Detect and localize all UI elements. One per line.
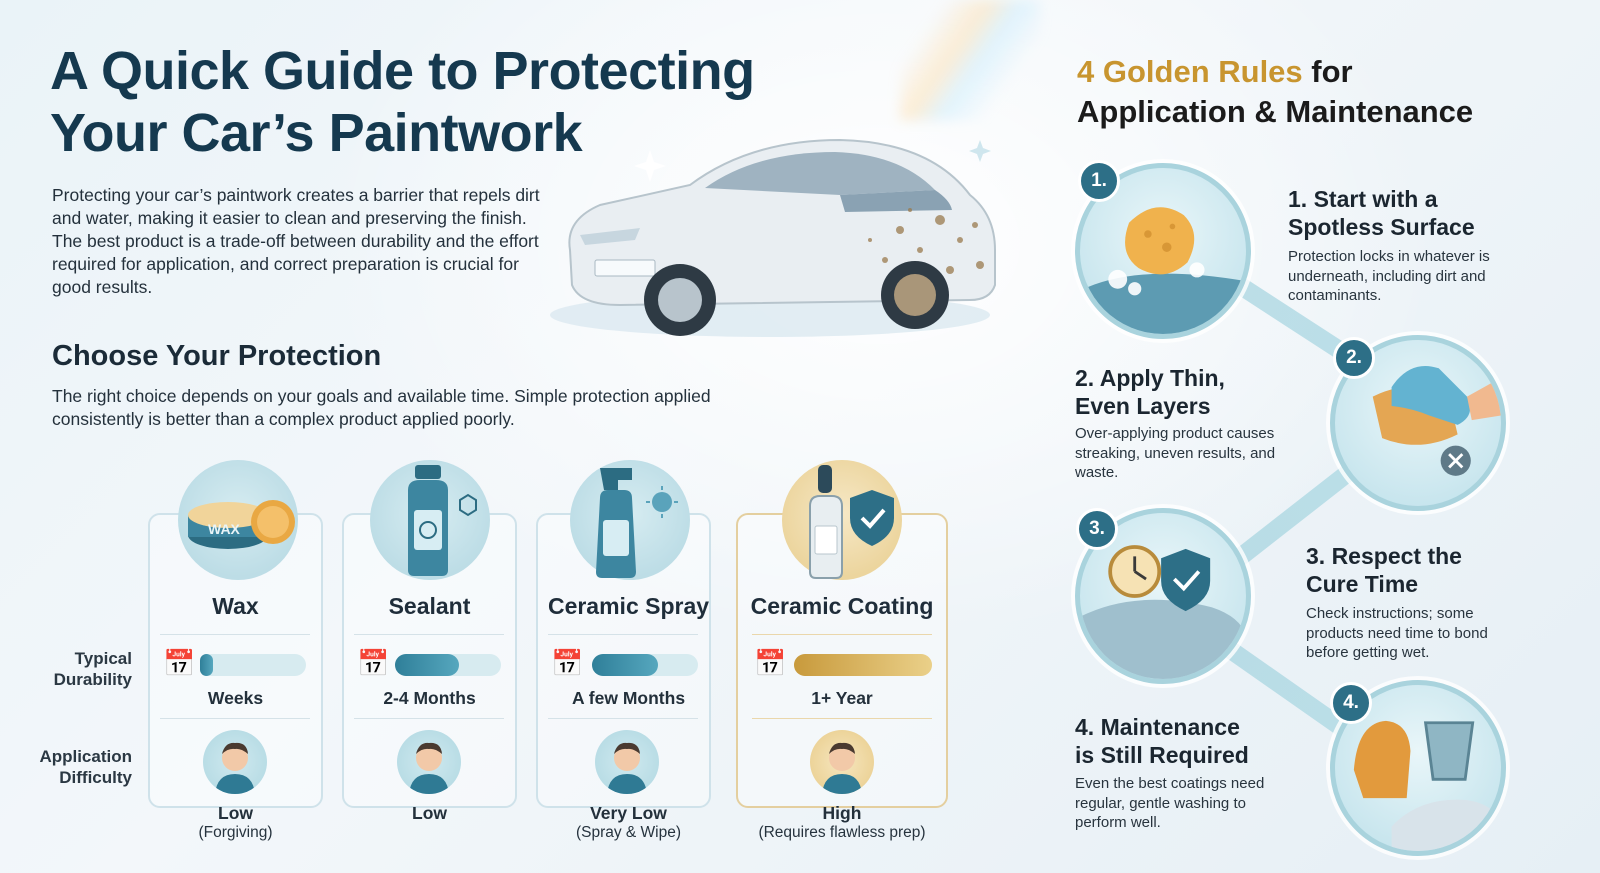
rule-title: 2. Apply Thin, Even Layers bbox=[1075, 365, 1225, 419]
rule-desc: Even the best coatings need regular, gen… bbox=[1075, 775, 1265, 831]
durability-bar bbox=[200, 654, 306, 676]
rules-title: 4 Golden Rules for Application & Mainten… bbox=[1077, 54, 1474, 129]
rule-number-badge: 2. bbox=[1333, 337, 1375, 379]
calendar-icon: 📅 bbox=[754, 648, 787, 678]
divider bbox=[548, 718, 698, 719]
durability-fill bbox=[200, 654, 213, 676]
difficulty-row-label: Application Difficulty bbox=[39, 747, 132, 787]
section-title-choose: Choose Your Protection bbox=[52, 340, 382, 372]
difficulty-note: (Forgiving) bbox=[198, 824, 273, 841]
durability-bar bbox=[395, 654, 501, 676]
calendar-icon: 📅 bbox=[551, 648, 584, 678]
car-illustration bbox=[540, 100, 1010, 350]
difficulty-value: Low bbox=[218, 803, 253, 823]
durability-value: 2-4 Months bbox=[383, 688, 476, 708]
rule-number-badge: 4. bbox=[1330, 682, 1372, 724]
durability-fill bbox=[794, 654, 932, 676]
rule-desc: Over-applying product causes streaking, … bbox=[1075, 425, 1276, 481]
svg-text:WAX: WAX bbox=[208, 521, 241, 537]
durability-fill bbox=[592, 654, 658, 676]
product-name: Ceramic Coating bbox=[750, 593, 934, 619]
divider bbox=[548, 634, 698, 635]
durability-row-label: Typical Durability bbox=[53, 649, 132, 689]
divider bbox=[752, 634, 932, 635]
product-name: Wax bbox=[212, 593, 259, 619]
divider bbox=[354, 634, 504, 635]
dropper-bottle-icon bbox=[782, 460, 902, 580]
person-avatar bbox=[810, 730, 874, 794]
intro-text: Protecting your car’s paintwork creates … bbox=[52, 185, 540, 297]
person-avatar bbox=[595, 730, 659, 794]
durability-value: A few Months bbox=[571, 688, 686, 708]
difficulty-value: High bbox=[822, 803, 862, 823]
difficulty-note: (Requires flawless prep) bbox=[758, 824, 926, 841]
difficulty-note: (Spray & Wipe) bbox=[575, 824, 682, 841]
durability-bar bbox=[794, 654, 932, 676]
sealant-bottle-icon bbox=[370, 460, 490, 580]
divider bbox=[160, 634, 310, 635]
rule-number-badge: 1. bbox=[1078, 160, 1120, 202]
durability-fill bbox=[395, 654, 459, 676]
divider bbox=[752, 718, 932, 719]
calendar-icon: 📅 bbox=[163, 648, 196, 678]
rule-title: 3. Respect the Cure Time bbox=[1306, 543, 1462, 597]
section-desc-choose: The right choice depends on your goals a… bbox=[52, 386, 711, 429]
durability-bar bbox=[592, 654, 698, 676]
spray-bottle-icon bbox=[570, 460, 690, 580]
calendar-icon: 📅 bbox=[357, 648, 390, 678]
rule-title: 1. Start with a Spotless Surface bbox=[1288, 186, 1475, 240]
light-flare bbox=[900, 0, 1040, 120]
difficulty-value: Low bbox=[412, 803, 447, 823]
rule-number-badge: 3. bbox=[1076, 508, 1118, 550]
divider bbox=[160, 718, 310, 719]
rule-desc: Protection locks in whatever is undernea… bbox=[1288, 248, 1490, 304]
difficulty-value: Very Low bbox=[590, 803, 667, 823]
wax-tin-icon: WAX bbox=[178, 460, 298, 580]
person-avatar bbox=[203, 730, 267, 794]
page-title: A Quick Guide to Protecting Your Car’s P… bbox=[50, 41, 755, 163]
rule-title: 4. Maintenance is Still Required bbox=[1075, 714, 1249, 768]
product-name: Ceramic Spray bbox=[547, 593, 710, 619]
product-name: Sealant bbox=[388, 593, 471, 619]
wash-mitt-bucket-icon bbox=[1330, 680, 1506, 856]
durability-value: 1+ Year bbox=[811, 688, 873, 708]
divider bbox=[354, 718, 504, 719]
durability-value: Weeks bbox=[207, 688, 264, 708]
person-avatar bbox=[397, 730, 461, 794]
rule-desc: Check instructions; some products need t… bbox=[1306, 605, 1488, 661]
